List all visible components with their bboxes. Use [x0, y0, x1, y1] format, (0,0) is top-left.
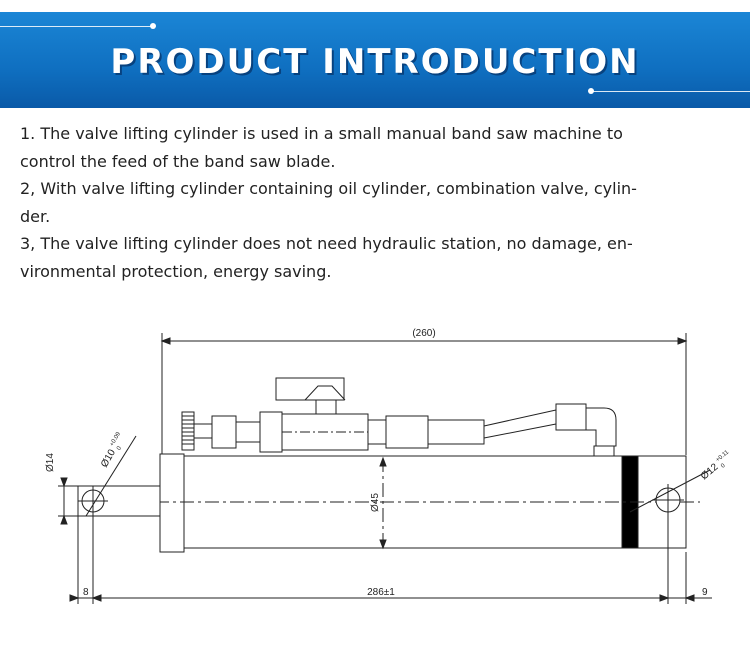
banner-rule-top [0, 26, 152, 27]
description-line: der. [20, 206, 51, 226]
dim-right-hole: Ø12 +0.11 0 [699, 449, 731, 482]
banner-dot-bottom [588, 88, 594, 94]
dim-right-hole-tol-upper: +0.11 [715, 449, 731, 463]
product-description: 1. The valve lifting cylinder is used in… [20, 120, 730, 285]
description-line: 3, The valve lifting cylinder does not n… [20, 234, 633, 253]
dim-right-hole-tol-lower: 0 [720, 463, 727, 470]
dim-overall-label: (260) [412, 328, 435, 339]
banner-dot-top [150, 23, 156, 29]
description-line: control the feed of the band saw blade. [20, 151, 336, 171]
dimension-bottom [69, 516, 712, 604]
page-title: PRODUCT INTRODUCTION [110, 42, 640, 82]
header-banner: PRODUCT INTRODUCTION [0, 12, 750, 108]
dim-right-hole-label: Ø12 [699, 461, 721, 482]
description-line: vironmental protection, energy saving. [20, 261, 332, 281]
banner-rule-bottom [592, 91, 750, 92]
dim-right-offset-label: 9 [702, 587, 708, 598]
dim-pin-hole-label: Ø10 [99, 447, 118, 469]
valve-assembly [181, 377, 617, 457]
dim-left-offset-label: 8 [83, 587, 89, 598]
description-line: 2, With valve lifting cylinder containin… [20, 179, 637, 198]
dim-pin-hole-tol-lower: 0 [116, 445, 123, 451]
dimension-overall [160, 333, 688, 455]
description-line: 1. The valve lifting cylinder is used in… [20, 124, 623, 143]
dim-total-length-label: 286±1 [367, 587, 395, 598]
dim-pin-hole-tol-upper: +0.09 [109, 431, 122, 448]
dim-pin-hole: Ø10 +0.09 0 [99, 431, 123, 470]
dim-body-dia-label: Ø45 [370, 493, 381, 512]
cylinder-body [130, 453, 711, 553]
rod-end [58, 435, 161, 525]
dim-rod-end-dia-label: Ø14 [45, 453, 56, 472]
